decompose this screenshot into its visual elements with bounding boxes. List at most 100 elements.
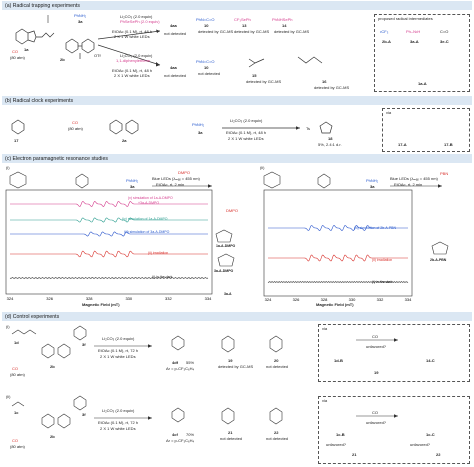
left-label-v2: +3a-A-DMPO bbox=[138, 201, 160, 205]
d-r2-sm2: 2b bbox=[50, 434, 55, 439]
d-r1-side0-id: 19 bbox=[228, 358, 233, 363]
b-ts: Ts bbox=[306, 126, 310, 131]
d-r2-cond-1: EtOAc (0.1 M), rt, 72 h bbox=[98, 420, 139, 425]
row2-p1-id: 10 bbox=[204, 65, 209, 70]
left-trace-i bbox=[9, 277, 209, 279]
int-2b-A: 2b-A bbox=[382, 39, 391, 44]
row2-p3-note: detected by GC-MS bbox=[314, 85, 350, 90]
b-sm2: 2a bbox=[122, 138, 127, 143]
left-label-i: (i) in the dark bbox=[152, 275, 173, 279]
left-tick-1: 326 bbox=[46, 296, 53, 301]
left-trace-iv bbox=[10, 217, 208, 223]
d-r2-cond-0: Li₂CO₃ (2.0 equiv) bbox=[102, 408, 135, 413]
row2-p1-note: not detected bbox=[198, 71, 221, 76]
c-left-cond-1: EtOAc, rt, 2 min bbox=[156, 182, 185, 187]
panel-c-header: (c) Electron paramagnetic resonance stud… bbox=[2, 154, 472, 163]
left-label-iii: (iii) simulation of 3a-A-DMPO bbox=[124, 230, 170, 234]
panel-b-title: (b) Radical clock experiments bbox=[5, 97, 74, 104]
d-r2-via-box bbox=[318, 396, 470, 464]
left-tick-5: 334 bbox=[205, 296, 212, 301]
right-trace-ii bbox=[268, 254, 408, 262]
int-nh: Ph–N•H bbox=[406, 29, 421, 34]
d-r1-via-0: 1d-B bbox=[334, 358, 343, 363]
c-right-reagent-id: 3a bbox=[370, 184, 375, 189]
left-trace-iii bbox=[10, 231, 208, 237]
d-r2-via-0: 1c-B bbox=[336, 432, 345, 437]
d-r1-via-1: 14-C bbox=[426, 358, 435, 363]
d-r1-product: 4df bbox=[172, 360, 178, 365]
panel-d-structures bbox=[11, 325, 398, 429]
sm-1a: 1a bbox=[24, 47, 29, 52]
d-r1-yield: 55% bbox=[186, 360, 195, 365]
c-dmpo-struct: DMPO bbox=[226, 208, 238, 213]
right-label-iii: (iii) simulation of 2b-A-PBN bbox=[354, 226, 397, 230]
left-label-v: (v) simulation of 1a-A-DMPO bbox=[128, 196, 173, 200]
intermediates-title: proposed radical intermediates bbox=[378, 16, 433, 21]
int-3e-C: 3e-C bbox=[440, 39, 449, 44]
d-r1-via-unfav: unfavored? bbox=[366, 344, 387, 349]
panel-a: (a) Radical trapping experiments PhNH₂ 3… bbox=[2, 1, 472, 94]
row2-p2-id: 15 bbox=[252, 73, 257, 78]
adduct-2b-A-PBN: 2b-A-PBN bbox=[430, 258, 447, 262]
left-xlabel: Magnetic Field (mT) bbox=[82, 302, 120, 307]
row1-p1-note: detected by GC-MS bbox=[198, 29, 234, 34]
cond1-0: Li₂CO₃ (2.0 equiv) bbox=[120, 14, 153, 19]
right-tick-1: 326 bbox=[293, 297, 300, 302]
cond2-1: 1,1-diphenylethene bbox=[116, 58, 151, 63]
row1-p2-label: CF₃SePh bbox=[234, 17, 251, 22]
right-label-i: (i) in the dark bbox=[372, 280, 393, 284]
b-via-0: 17-A bbox=[398, 142, 407, 147]
b-co-pressure: (80 atm) bbox=[68, 126, 83, 131]
c-right-reagent: PhNH₂ bbox=[366, 178, 379, 183]
sm-2b: 2b bbox=[60, 57, 65, 62]
row1-p3-id: 14 bbox=[282, 23, 287, 28]
intermediates-box bbox=[374, 14, 470, 92]
row2-p3-id: 16 bbox=[322, 79, 327, 84]
d-r2-ar: Ar = p-CF₃C₆H₄ bbox=[166, 438, 195, 443]
panel-c-title: (c) Electron paramagnetic resonance stud… bbox=[5, 155, 108, 162]
d-r2-unfav-3: unfavored? bbox=[410, 442, 431, 447]
d-r1-via-2: 19 bbox=[374, 370, 379, 375]
d-r2-side0-note: not detected bbox=[220, 436, 243, 441]
row1-p2-note: detected by GC-MS bbox=[234, 29, 270, 34]
d-r2-via-unfav: unfavored? bbox=[366, 420, 387, 425]
cond2-0: Li₂CO₃ (2.0 equiv) bbox=[120, 53, 153, 58]
panel-c: (c) Electron paramagnetic resonance stud… bbox=[2, 154, 472, 308]
row1-p2-id: 13 bbox=[242, 23, 247, 28]
d-r1-side1-note: not detected bbox=[266, 364, 289, 369]
c-right-cond-1: EtOAc, rt, 2 min bbox=[394, 182, 423, 187]
left-trace-v bbox=[10, 201, 208, 207]
b-cond-1: EtOAc (0.1 M), rt, 48 h bbox=[226, 130, 267, 135]
b-cond-0: Li₂CO₃ (2.0 equiv) bbox=[230, 118, 263, 123]
right-tick-2: 328 bbox=[321, 297, 328, 302]
right-trace-i bbox=[267, 281, 409, 283]
left-label-iv: (iv) simulation of 1a-A-DMPO bbox=[122, 217, 168, 221]
row2-p2-note: detected by GC-MS bbox=[246, 79, 282, 84]
cond2-3: 2 X 1 W white LEDs bbox=[114, 73, 150, 78]
panel-b-header: (b) Radical clock experiments bbox=[2, 96, 472, 105]
row1-p1-label: PhN=C=O bbox=[196, 17, 215, 22]
left-tick-0: 324 bbox=[7, 296, 14, 301]
d-r1-co-p: (80 atm) bbox=[10, 372, 25, 377]
b-sm1: 17 bbox=[14, 138, 19, 143]
row1-p1-id: 10 bbox=[204, 23, 209, 28]
d-r1-sm1: 1d bbox=[14, 340, 19, 345]
int-3a-A: 3a-A bbox=[410, 39, 419, 44]
otf-label: OTf bbox=[94, 53, 101, 58]
d-r2-via: via bbox=[322, 398, 328, 403]
panel-a-title: (a) Radical trapping experiments bbox=[5, 2, 80, 9]
d-r1-cond-1: EtOAc (0.1 M), rt, 72 h bbox=[98, 348, 139, 353]
d-r1-side0-note: detected by GC-MS bbox=[218, 364, 254, 369]
row1-p0-id: 4aa bbox=[170, 23, 177, 28]
reagent-id: 3a bbox=[78, 19, 83, 24]
row1-p0-note: not detected bbox=[164, 31, 187, 36]
b-cond-2: 2 X 1 W white LEDs bbox=[228, 136, 264, 141]
co-pressure: (80 atm) bbox=[10, 55, 25, 60]
b-co: CO bbox=[72, 120, 78, 125]
right-trace-iii bbox=[268, 225, 408, 231]
right-tick-0: 324 bbox=[265, 297, 272, 302]
cond2-2: EtOAc (0.1 M), rt, 48 h bbox=[112, 68, 153, 73]
c-sub-ii: (ii) bbox=[260, 165, 265, 170]
d-r2-sm1: 1c bbox=[14, 410, 19, 415]
